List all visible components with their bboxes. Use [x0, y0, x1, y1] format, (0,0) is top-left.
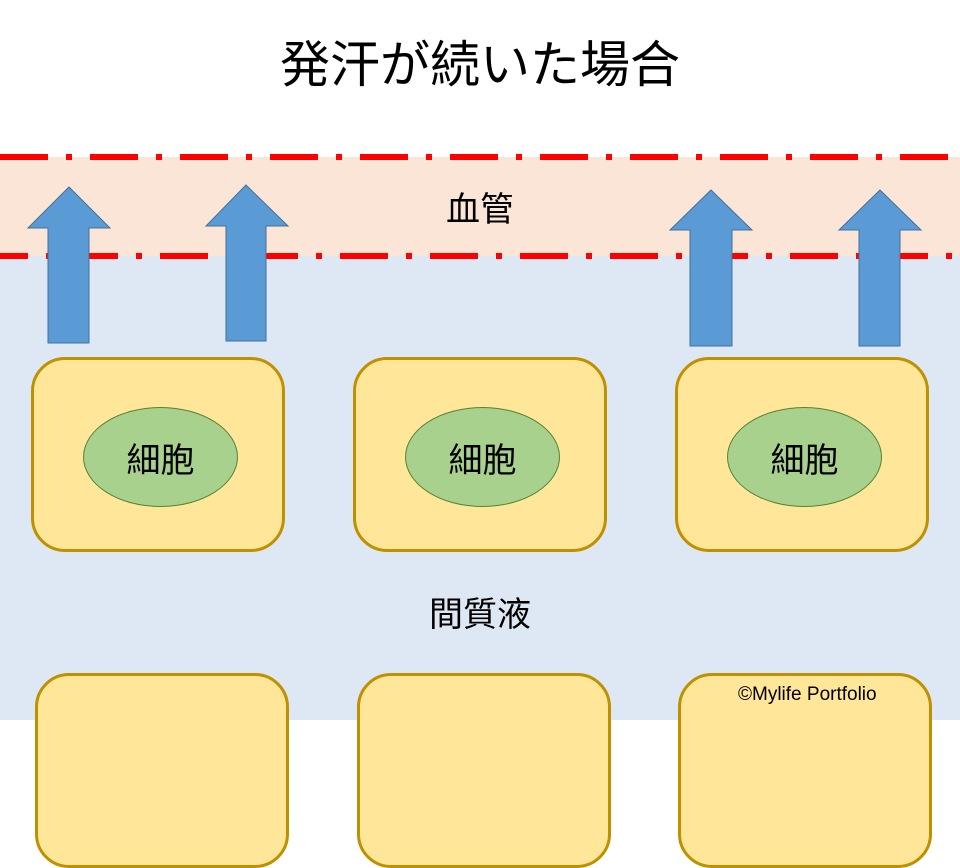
up-arrow-icon [26, 186, 112, 344]
cell: 細胞 [675, 357, 929, 552]
up-arrow-icon [668, 189, 754, 347]
nucleus: 細胞 [405, 407, 560, 507]
up-arrow-icon [837, 189, 923, 347]
nucleus-label: 細胞 [448, 440, 517, 481]
cell: 細胞 [31, 357, 285, 552]
up-arrow-icon [204, 184, 290, 342]
cell: 細胞 [353, 357, 607, 552]
nucleus: 細胞 [727, 407, 882, 507]
cell-partial [357, 673, 611, 868]
nucleus: 細胞 [83, 407, 238, 507]
blood-vessel-region [0, 157, 960, 256]
nucleus-label: 細胞 [126, 440, 195, 481]
nucleus-label: 細胞 [770, 440, 839, 481]
slide-title: 発汗が続いた場合 [280, 36, 680, 94]
copyright-text: ©Mylife Portfolio [738, 684, 877, 705]
vessel-label: 血管 [446, 190, 514, 230]
cell-partial [35, 673, 289, 868]
diagram-overlay [0, 154, 960, 347]
interstitial-fluid-label: 間質液 [429, 595, 531, 635]
